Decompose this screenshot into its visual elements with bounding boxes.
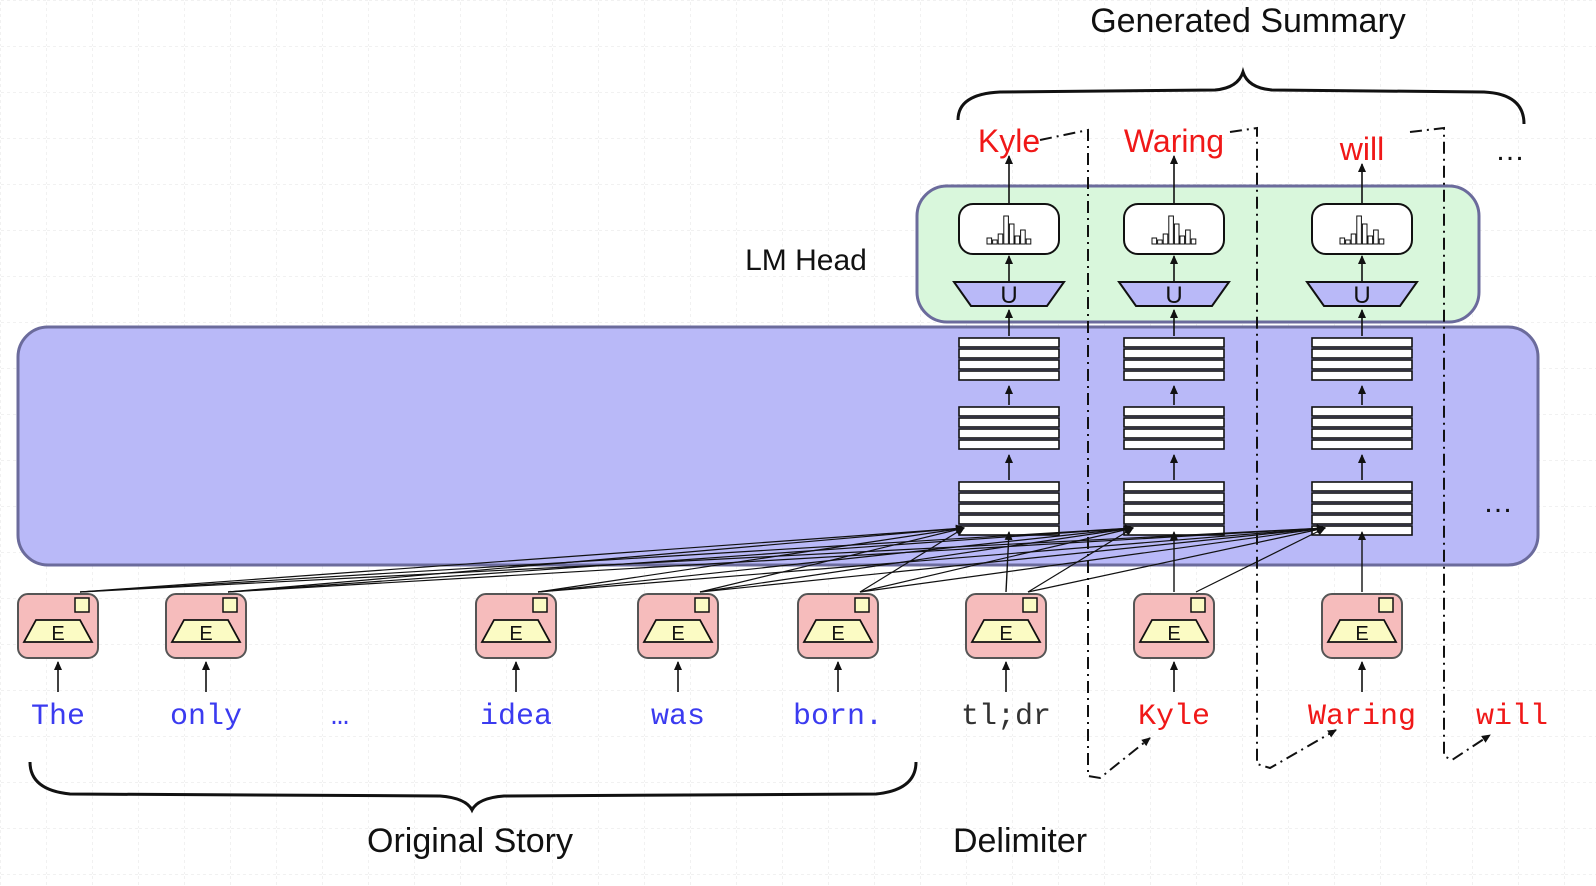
- attention-arrow: [859, 525, 1326, 593]
- stacked-bars-layer-icon: [958, 406, 1060, 450]
- lm-head-label: LM Head: [745, 244, 867, 277]
- decoder-column: U: [1117, 155, 1231, 536]
- embedding-letter: E: [509, 623, 522, 645]
- histogram-icon: [958, 203, 1060, 255]
- stacked-bars-layer-icon: [1311, 406, 1413, 450]
- trapezoid-embedding-icon: E: [797, 593, 879, 659]
- decoder-column: U: [1305, 163, 1419, 536]
- original-story-brace: [28, 761, 918, 814]
- attention-arrow: [537, 524, 1134, 593]
- inverted-trapezoid-icon: U: [1305, 281, 1419, 309]
- input-token: idea: [480, 700, 552, 734]
- input-token: will: [1476, 700, 1548, 734]
- generated-summary-label: Generated Summary: [1090, 2, 1406, 40]
- input-token: Kyle: [1138, 700, 1210, 734]
- attention-arrow: [79, 524, 1134, 593]
- embedding-letter: E: [1355, 623, 1368, 645]
- top-ellipsis: …: [1495, 134, 1525, 167]
- attention-arrow: [79, 524, 965, 593]
- trapezoid-embedding-icon: E: [1321, 593, 1403, 659]
- attention-arrow: [1027, 525, 1326, 593]
- trapezoid-embedding-icon: E: [17, 593, 99, 659]
- attention-arrows: [79, 524, 1366, 593]
- attention-arrow: [79, 524, 1326, 593]
- input-token: was: [651, 700, 705, 734]
- input-token: only: [170, 700, 242, 734]
- unembedding-letter: U: [1353, 282, 1370, 309]
- stacked-bars-layer-icon: [1123, 406, 1225, 450]
- output-token: will: [1339, 131, 1384, 167]
- embedding-letter: E: [51, 623, 64, 645]
- stacked-bars-layer-icon: [1311, 337, 1413, 381]
- histogram-icon: [1123, 203, 1225, 255]
- original-story-label: Original Story: [367, 822, 573, 860]
- embedding-letter: E: [999, 623, 1012, 645]
- attention-arrow: [1195, 527, 1326, 593]
- input-token: born.: [793, 700, 883, 734]
- attention-arrow: [227, 524, 1326, 593]
- attention-arrow: [699, 525, 1134, 593]
- stacked-bars-layer-icon: [958, 481, 1060, 536]
- attention-arrow: [537, 524, 1326, 593]
- histogram-icon: [1311, 203, 1413, 255]
- output-token-row: Kyle Waring will: [978, 123, 1384, 167]
- trapezoid-embedding-icon: E: [165, 593, 247, 659]
- attention-arrow: [227, 524, 965, 593]
- output-token: Waring: [1124, 123, 1224, 159]
- output-token: Kyle: [978, 123, 1040, 159]
- decoder-column: U: [952, 155, 1066, 536]
- feedback-path-waring: [1229, 126, 1337, 770]
- trapezoid-embedding-icon: E: [965, 593, 1047, 659]
- feedback-path-kyle: [1039, 128, 1151, 780]
- generated-summary-brace: [956, 66, 1526, 125]
- stacked-bars-layer-icon: [1123, 481, 1225, 536]
- input-token-row: The only … idea was born. tl;dr Kyle Waring will: [31, 700, 1548, 734]
- embedding-letter: E: [831, 623, 844, 645]
- input-token: Waring: [1308, 700, 1416, 734]
- trapezoid-embedding-icon: E: [475, 593, 557, 659]
- trapezoid-embedding-icon: E: [637, 593, 719, 659]
- unembedding-letter: U: [1165, 282, 1182, 309]
- attention-arrow: [699, 524, 1326, 593]
- stacked-bars-layer-icon: [958, 337, 1060, 381]
- embedding-letter: E: [199, 623, 212, 645]
- autoregressive-feedback-paths: [1039, 126, 1491, 780]
- input-token: The: [31, 700, 85, 734]
- attention-arrow: [537, 525, 965, 593]
- attention-arrow: [859, 527, 965, 593]
- attention-arrow: [227, 524, 1134, 593]
- stacked-bars-layer-icon: [1311, 481, 1413, 536]
- unembedding-letter: U: [1000, 282, 1017, 309]
- attention-arrow: [1004, 531, 1013, 593]
- input-token: tl;dr: [961, 700, 1051, 734]
- middle-ellipsis: …: [1483, 486, 1513, 519]
- stacked-bars-layer-icon: [1123, 337, 1225, 381]
- embedding-letter: E: [1167, 623, 1180, 645]
- delimiter-label: Delimiter: [953, 822, 1087, 860]
- inverted-trapezoid-icon: U: [952, 281, 1066, 309]
- inverted-trapezoid-icon: U: [1117, 281, 1231, 309]
- embedding-letter: E: [671, 623, 684, 645]
- trapezoid-embedding-icon: E: [1133, 593, 1215, 659]
- input-token: …: [331, 700, 349, 734]
